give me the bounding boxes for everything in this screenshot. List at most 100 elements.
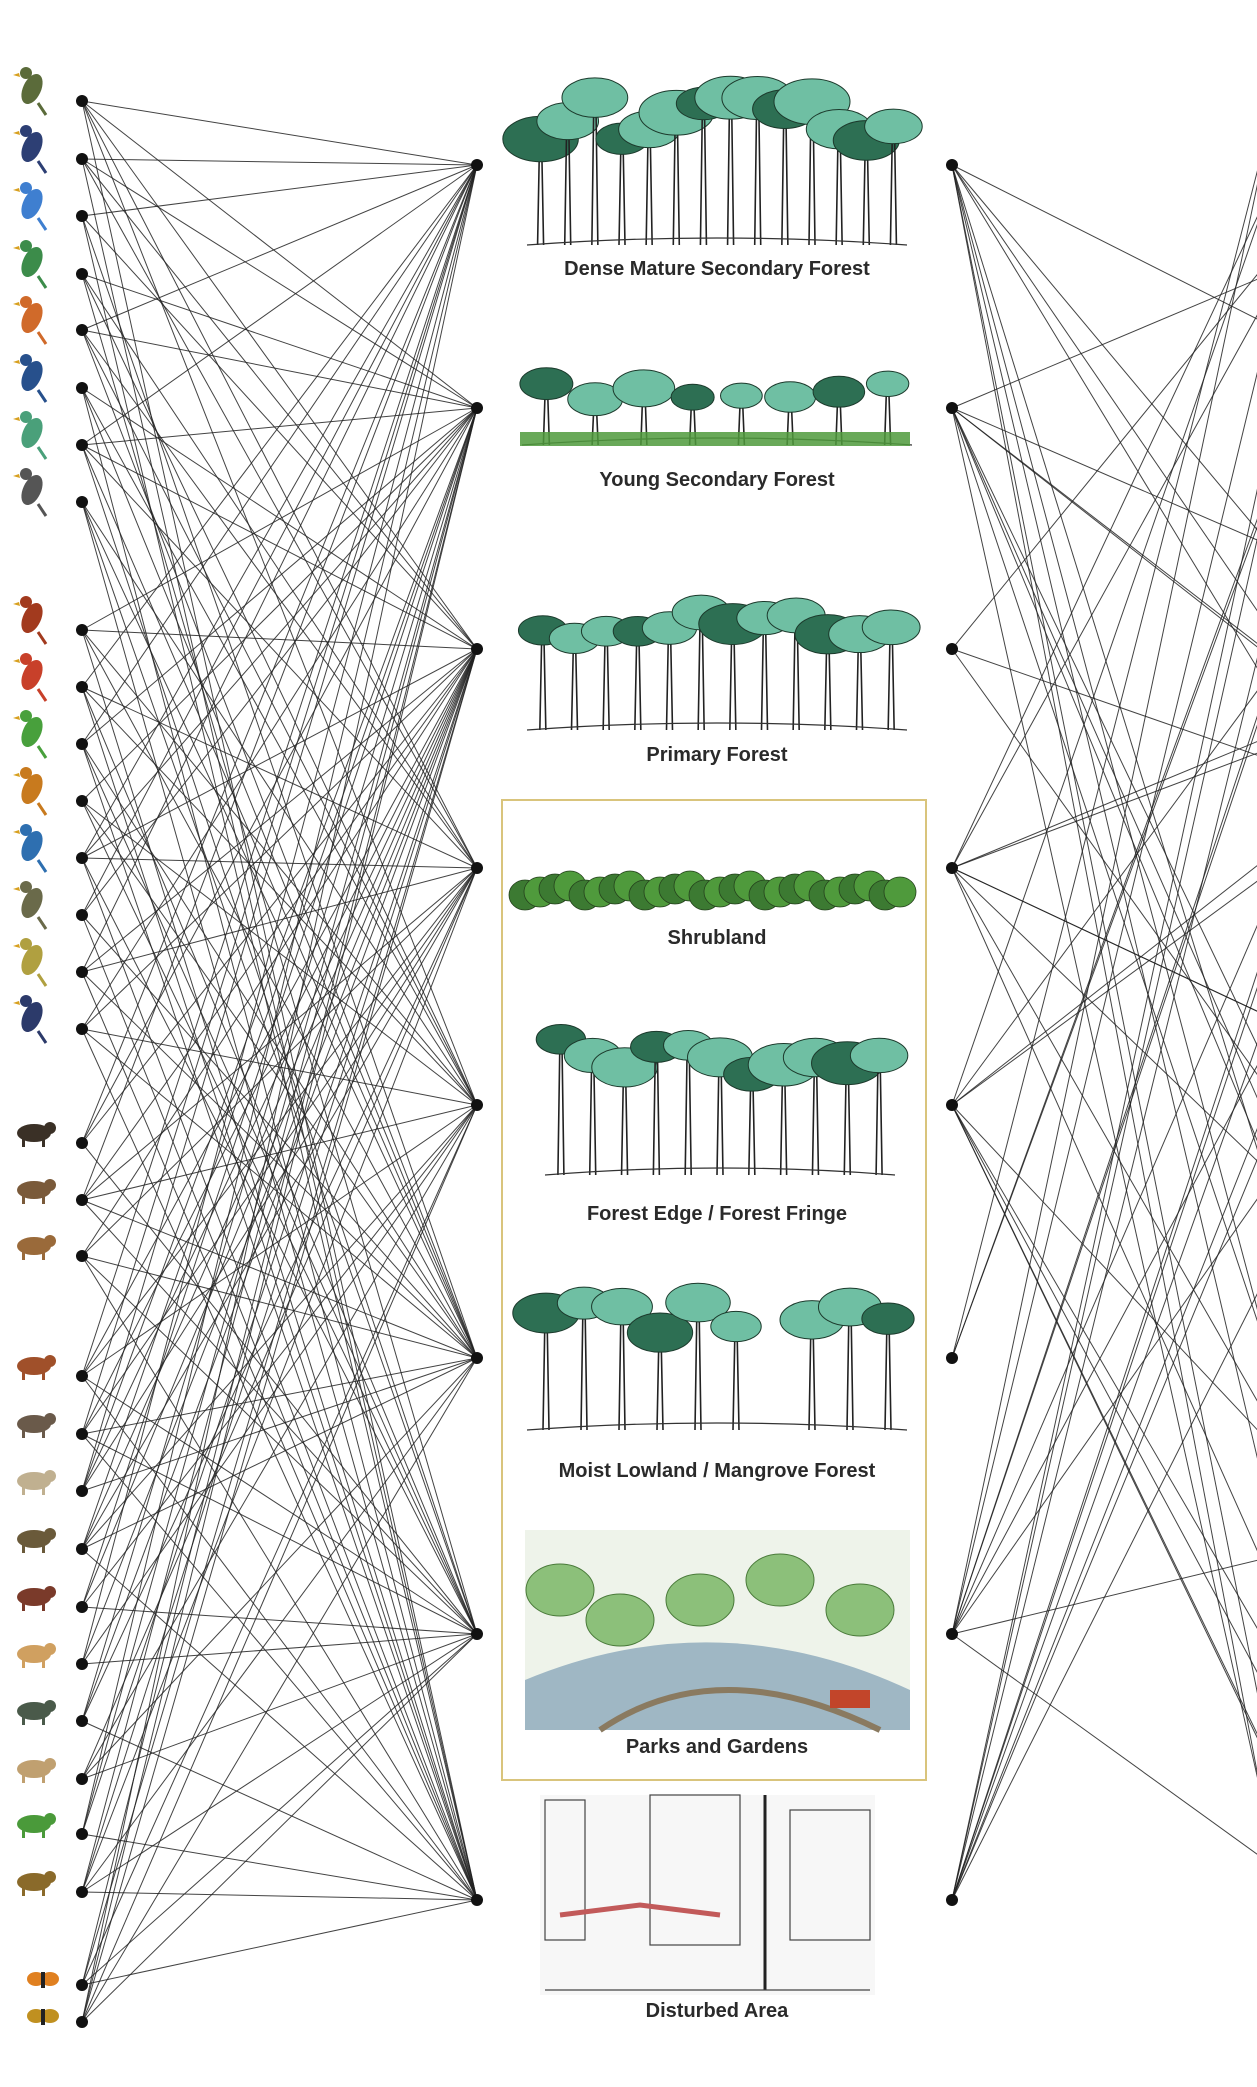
connection-line [81,648,478,1144]
species-node [76,1715,88,1727]
connection-line [81,164,478,1201]
species-node [76,268,88,280]
connection-line [951,216,1257,869]
connection-line [951,648,1257,1075]
connection-line [951,164,1257,320]
habitat-node-right [946,862,958,874]
right-connection-lines [951,164,1257,1901]
connection-line [81,743,478,1901]
connection-line [951,657,1257,1901]
connection-line [951,1065,1257,1635]
young-forest-illustration [519,367,913,446]
species-node [76,153,88,165]
connection-line [951,924,1257,1635]
species-node [76,909,88,921]
pangolin-icon [17,1643,56,1668]
connection-line [81,857,478,869]
habitat-node-right [946,402,958,414]
civet-icon [17,1470,56,1495]
junglefowl-icon [13,596,48,645]
species-node [76,1428,88,1440]
connection-line [951,170,1257,1359]
connection-line [951,164,1257,1694]
connection-line [951,371,1257,1635]
habitat-node [471,1894,483,1906]
connection-line [81,387,478,1901]
connection-line [951,880,1257,1106]
connection-line [81,1357,478,1550]
connection-line [81,971,478,1359]
connection-line [81,100,478,409]
kingfisher-icon [13,824,48,873]
connection-line [81,407,478,1550]
habitat-label-forest-edge: Forest Edge / Forest Fringe [587,1203,847,1225]
connection-line [81,1433,478,1635]
connection-line [81,164,478,1144]
connection-line [81,215,478,650]
connection-line [81,100,478,1106]
species-node [76,738,88,750]
habitat-node [471,402,483,414]
connection-line [81,1199,478,1635]
connection-line [81,1028,478,1106]
connection-line [951,407,1257,1322]
connection-lines [81,100,478,2023]
connection-line [81,648,478,1665]
connection-line [81,1548,478,1901]
connection-line [81,648,478,1986]
connection-line [81,867,478,1201]
connection-line [81,971,478,1901]
small-bird-icon [13,881,48,930]
connection-line [951,407,1257,1142]
connection-line [81,914,478,1901]
rat-icon [17,1179,56,1204]
connection-line [81,1255,478,1359]
connection-line [81,1357,478,2023]
connection-line [951,867,1257,1552]
habitat-node-right [946,1628,958,1640]
bee-eater-icon [13,411,48,460]
connection-line [951,184,1257,1635]
twin-birds-icon [13,125,48,174]
connection-line [81,407,478,1608]
connection-line [81,1104,478,1986]
habitat-label-parks: Parks and Gardens [626,1736,808,1758]
connection-line [81,444,478,1635]
connection-line [81,329,478,1359]
connection-line [951,971,1257,1901]
connection-line [951,1633,1257,1855]
connection-line [951,164,1257,669]
species-node [76,624,88,636]
connection-line [81,329,478,1106]
connection-line [81,329,478,409]
connection-line [81,648,478,1030]
green-bee-eater-icon [13,240,48,289]
connection-line [81,648,478,1201]
connection-line [81,164,478,1492]
habitat-label-disturbed: Disturbed Area [646,2000,790,2022]
connection-line [81,867,478,1550]
connection-line [951,867,1257,1012]
connection-line [81,648,478,1835]
connection-line [81,407,478,2023]
connection-line [81,1899,478,1986]
butterfly-icon [27,1972,59,1988]
species-node [76,2016,88,2028]
connection-line [81,648,478,1435]
connection-line [81,164,478,745]
habitat-labels: Dense Mature Secondary Forest Young Seco… [559,258,876,2022]
connection-line [81,164,478,331]
hornbill-icon [13,67,48,116]
connection-line [81,164,478,217]
connection-line [951,488,1257,1901]
connection-line [81,867,478,973]
connection-line [81,1142,478,1635]
connection-line [81,867,478,1780]
connection-line [81,1199,478,1359]
urban-illustration [540,1794,875,1995]
species-node [76,324,88,336]
connection-line [81,648,478,2023]
habitat-label-primary: Primary Forest [646,744,788,766]
connection-line [81,648,478,1257]
connection-line [951,407,1257,648]
